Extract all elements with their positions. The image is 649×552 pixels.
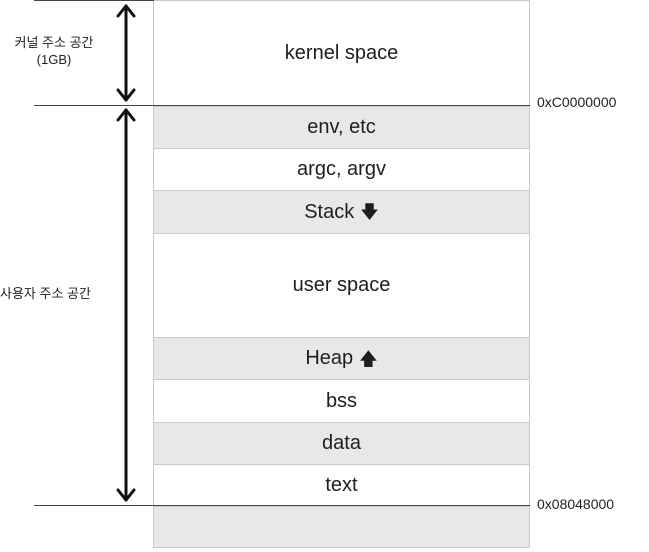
block-heap: Heap 🡅 — [153, 337, 530, 379]
block-label: Heap — [305, 347, 354, 369]
block-label: Stack — [304, 200, 355, 223]
block-label: user space — [292, 274, 391, 296]
address-user-start: 0x08048000 — [537, 496, 615, 512]
user-region-arrow — [116, 108, 136, 502]
block-data: data — [153, 422, 530, 464]
kernel-boundary-line — [34, 105, 530, 106]
user-region-label: 사용자 주소 공간 — [0, 286, 91, 301]
kernel-region-label-line2: (1GB) — [36, 52, 72, 67]
kernel-region-label-line1: 커널 주소 공간 — [14, 35, 94, 50]
kernel-top-line — [34, 0, 154, 1]
arrow-down-icon: 🡇 — [360, 202, 379, 222]
kernel-region-arrow — [116, 4, 136, 102]
block-label: bss — [325, 389, 358, 412]
block-env-etc: env, etc — [153, 106, 530, 148]
block-label: data — [322, 432, 361, 454]
user-start-line — [34, 505, 530, 506]
block-label: env, etc — [307, 116, 376, 138]
kernel-region-label: 커널 주소 공간 (1GB) — [6, 34, 102, 68]
block-stack: Stack 🡇 — [153, 190, 530, 233]
block-bss: bss — [153, 379, 530, 422]
block-kernel-space: kernel space — [153, 0, 530, 106]
block-label: argc, argv — [297, 158, 386, 180]
address-kernel-boundary: 0xC0000000 — [537, 94, 617, 110]
block-label: text — [325, 474, 358, 496]
block-text: text — [153, 464, 530, 506]
arrow-up-icon: 🡅 — [359, 348, 378, 369]
block-argc-argv: argc, argv — [153, 148, 530, 190]
block-reserved — [153, 506, 530, 548]
block-user-space: user space — [153, 233, 530, 337]
block-label: kernel space — [284, 42, 399, 64]
